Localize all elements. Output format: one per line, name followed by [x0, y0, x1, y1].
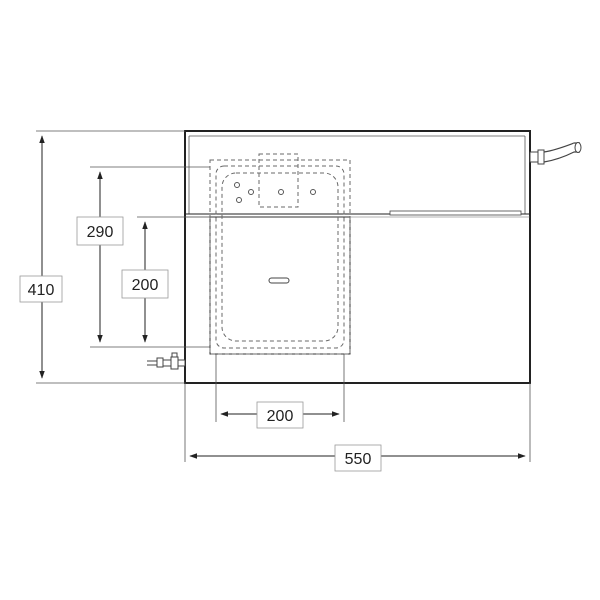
- basin-inner-dashed: [221, 172, 339, 342]
- extension-lines: [36, 130, 531, 462]
- dim-label-410: 410: [19, 275, 63, 303]
- dim-label-200-horizontal: 200: [256, 401, 304, 429]
- cabinet-outer-outline: [184, 130, 531, 384]
- basin-mid-dashed: [215, 165, 345, 349]
- sink-basin: [209, 153, 351, 355]
- basin-outer-dashed: [209, 159, 351, 355]
- dim-label-200-vertical: 200: [121, 269, 169, 299]
- drain-valve-icon: [147, 352, 186, 370]
- dim-text-550: 550: [345, 451, 372, 468]
- tap-hole-icon: [310, 189, 316, 195]
- hose-connector-icon: [529, 142, 582, 165]
- dim-text-200-vertical: 200: [132, 277, 159, 294]
- basin-solid-outline: [209, 216, 351, 355]
- cabinet: [184, 130, 531, 384]
- dim-label-550: 550: [334, 444, 382, 472]
- tap-hole-icon: [248, 189, 254, 195]
- drain-slot-icon: [268, 277, 290, 284]
- dim-label-290: 290: [76, 216, 124, 246]
- tap-hole-icon: [236, 197, 242, 203]
- drip-rail: [389, 210, 522, 216]
- dim-text-290: 290: [87, 224, 114, 241]
- dim-text-200-horizontal: 200: [267, 408, 294, 425]
- dim-text-410: 410: [28, 282, 55, 299]
- tap-hole-icon: [234, 182, 240, 188]
- tap-hole-icon: [278, 189, 284, 195]
- faucet-box-dashed: [258, 153, 299, 208]
